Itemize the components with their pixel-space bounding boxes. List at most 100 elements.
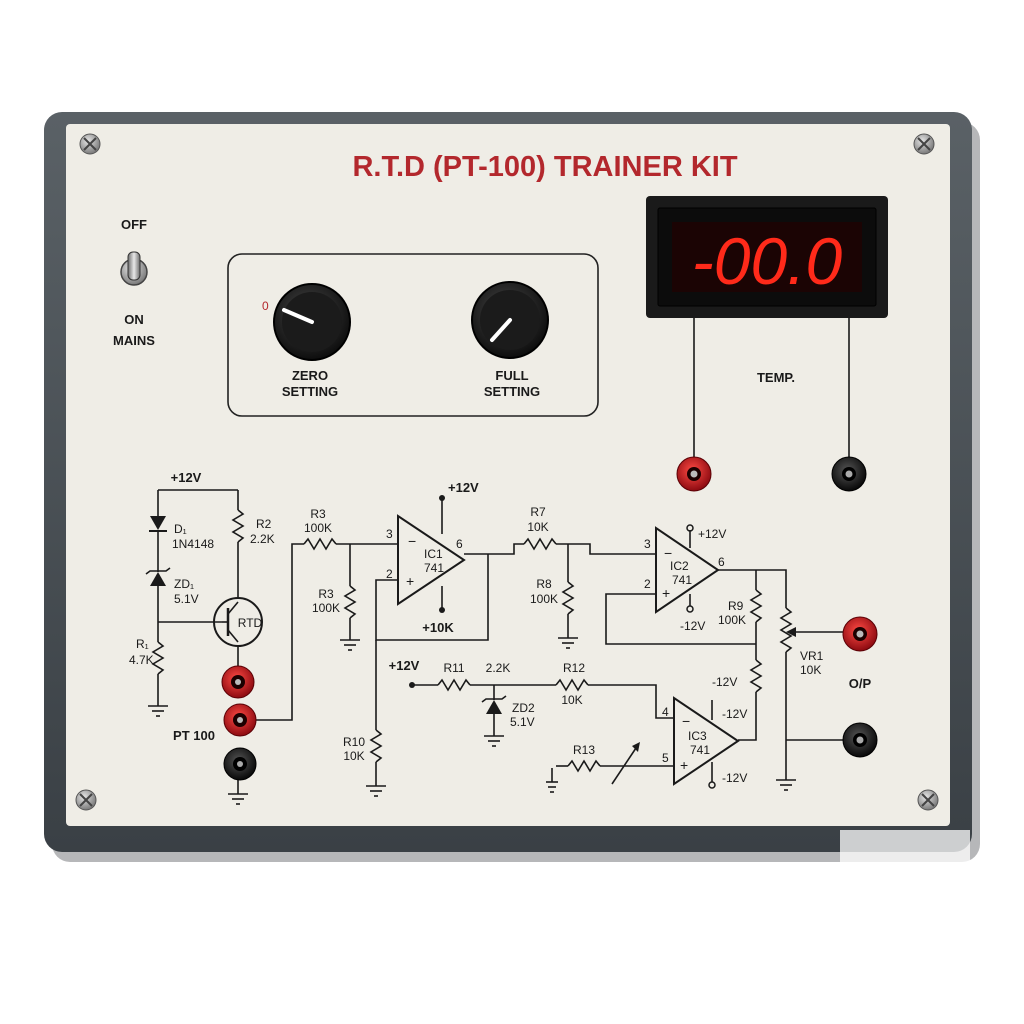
svg-text:ZD2: ZD2 bbox=[512, 701, 535, 715]
svg-text:R8: R8 bbox=[536, 577, 552, 591]
svg-text:-12V: -12V bbox=[680, 619, 705, 633]
svg-text:3: 3 bbox=[644, 537, 651, 551]
svg-text:IC1: IC1 bbox=[424, 547, 443, 561]
supply-label: +12V bbox=[171, 470, 202, 485]
svg-text:−: − bbox=[664, 545, 672, 561]
svg-text:+10K: +10K bbox=[422, 620, 454, 635]
svg-text:RTD: RTD bbox=[238, 616, 263, 630]
switch-mains-label: MAINS bbox=[113, 333, 155, 348]
ground-icon bbox=[366, 785, 386, 797]
svg-text:5.1V: 5.1V bbox=[510, 715, 535, 729]
output-socket-red[interactable] bbox=[842, 616, 878, 652]
resistor-r3-shunt-icon bbox=[343, 585, 357, 619]
opamp-ic3-icon bbox=[673, 696, 740, 786]
mains-toggle-switch[interactable] bbox=[120, 251, 148, 286]
svg-text:100K: 100K bbox=[312, 601, 340, 615]
output-label: O/P bbox=[849, 676, 872, 691]
svg-text:-12V: -12V bbox=[722, 771, 747, 785]
svg-text:741: 741 bbox=[690, 743, 710, 757]
svg-text:1N4148: 1N4148 bbox=[172, 537, 214, 551]
svg-text:10K: 10K bbox=[343, 749, 364, 763]
resistor-r3-series-icon bbox=[303, 537, 337, 551]
svg-text:D₁: D₁ bbox=[174, 522, 187, 536]
svg-text:R13: R13 bbox=[573, 743, 595, 757]
svg-text:+: + bbox=[406, 573, 414, 589]
output-socket-black[interactable] bbox=[842, 722, 878, 758]
temperature-readout: -00.0 bbox=[692, 224, 843, 298]
svg-text:5.1V: 5.1V bbox=[174, 592, 199, 606]
resistor-r10-icon bbox=[369, 729, 383, 763]
resistor-r9-icon bbox=[749, 589, 763, 623]
schematic: +12V D₁ 1N4148 ZD₁ 5.1V R₁ 4.7K R2 2.2K bbox=[129, 470, 843, 805]
opamp-ic1-icon bbox=[397, 514, 466, 606]
svg-text:-12V: -12V bbox=[722, 707, 747, 721]
svg-text:VR1: VR1 bbox=[800, 649, 824, 663]
svg-text:741: 741 bbox=[424, 561, 444, 575]
svg-text:+12V: +12V bbox=[698, 527, 726, 541]
svg-text:4.7K: 4.7K bbox=[129, 653, 154, 667]
svg-text:R3: R3 bbox=[310, 507, 326, 521]
ground-icon bbox=[484, 735, 504, 747]
screw-icon bbox=[79, 133, 101, 155]
svg-text:−: − bbox=[408, 533, 416, 549]
svg-text:IC2: IC2 bbox=[670, 559, 689, 573]
resistor-r11-icon bbox=[437, 678, 471, 692]
resistor-r2-icon bbox=[231, 509, 245, 543]
svg-text:741: 741 bbox=[672, 573, 692, 587]
svg-text:-12V: -12V bbox=[712, 675, 737, 689]
zero-setting-label-2: SETTING bbox=[282, 384, 338, 399]
variable-resistor-r13-icon bbox=[567, 759, 601, 773]
zener-zd1-icon bbox=[150, 572, 166, 586]
svg-text:2.2K: 2.2K bbox=[250, 532, 275, 546]
svg-text:+12V: +12V bbox=[389, 658, 420, 673]
ground-icon bbox=[776, 779, 796, 791]
svg-text:R7: R7 bbox=[530, 505, 546, 519]
ground-icon bbox=[340, 639, 360, 651]
svg-text:R10: R10 bbox=[343, 735, 365, 749]
svg-text:R₁: R₁ bbox=[136, 637, 149, 651]
ground-icon bbox=[148, 705, 168, 717]
display-window bbox=[672, 222, 862, 292]
svg-text:100K: 100K bbox=[530, 592, 558, 606]
svg-text:6: 6 bbox=[718, 555, 725, 569]
svg-text:4: 4 bbox=[662, 705, 669, 719]
svg-text:10K: 10K bbox=[527, 520, 548, 534]
watermark-patch bbox=[840, 830, 970, 920]
full-setting-label-2: SETTING bbox=[484, 384, 540, 399]
switch-on-label: ON bbox=[124, 312, 144, 327]
ground-icon bbox=[558, 637, 578, 649]
knob-panel-box bbox=[227, 253, 599, 417]
ground-icon bbox=[228, 793, 248, 805]
svg-text:ZD₁: ZD₁ bbox=[174, 577, 194, 591]
svg-text:IC3: IC3 bbox=[688, 729, 707, 743]
opamp-ic2-icon bbox=[655, 526, 720, 614]
zero-dial-mark: 0 bbox=[262, 299, 269, 313]
pt100-label: PT 100 bbox=[173, 728, 215, 743]
switch-off-label: OFF bbox=[121, 217, 147, 232]
panel-title: R.T.D (PT-100) TRAINER KIT bbox=[352, 151, 737, 183]
pt100-socket-red-1[interactable] bbox=[221, 665, 255, 699]
temp-socket-black[interactable] bbox=[831, 456, 867, 492]
resistor-r8-icon bbox=[561, 581, 575, 615]
ground-icon bbox=[546, 768, 558, 793]
svg-text:2: 2 bbox=[386, 567, 393, 581]
resistor-r7-icon bbox=[523, 537, 557, 551]
pt100-socket-red-2[interactable] bbox=[223, 703, 257, 737]
full-setting-label-1: FULL bbox=[495, 368, 528, 383]
screw-icon bbox=[917, 789, 939, 811]
svg-text:100K: 100K bbox=[718, 613, 746, 627]
svg-text:2: 2 bbox=[644, 577, 651, 591]
zener-zd2-icon bbox=[486, 700, 502, 714]
svg-text:R2: R2 bbox=[256, 517, 272, 531]
full-setting-knob[interactable] bbox=[471, 281, 549, 359]
svg-text:R9: R9 bbox=[728, 599, 744, 613]
svg-text:10K: 10K bbox=[800, 663, 821, 677]
svg-text:+: + bbox=[680, 757, 688, 773]
svg-text:3: 3 bbox=[386, 527, 393, 541]
temp-socket-red[interactable] bbox=[676, 456, 712, 492]
zero-setting-knob[interactable] bbox=[273, 283, 351, 361]
screw-icon bbox=[913, 133, 935, 155]
pt100-socket-black[interactable] bbox=[223, 747, 257, 781]
svg-text:R12: R12 bbox=[563, 661, 585, 675]
